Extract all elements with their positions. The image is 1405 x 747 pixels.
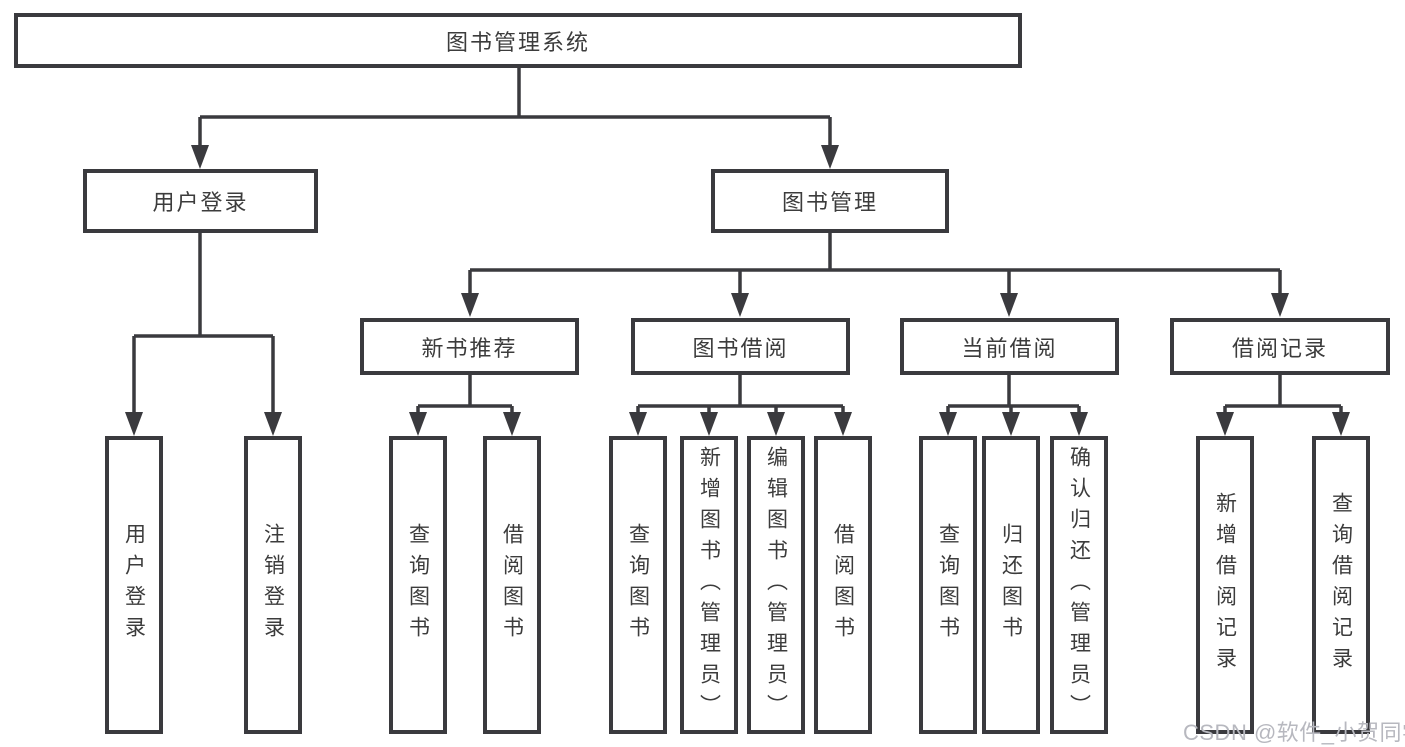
leaf-edit-book-admin: 编辑图书（管理员）: [747, 436, 805, 734]
leaf-borrow-books-recommend: 借阅图书: [483, 436, 541, 734]
node-borrow-records: 借阅记录: [1170, 318, 1390, 375]
leaf-query-books-current-label: 查询图书: [936, 523, 960, 647]
leaf-logout-login: 注销登录: [244, 436, 302, 734]
node-user-login-label: 用户登录: [152, 190, 249, 215]
leaf-borrow-books-recommend-label: 借阅图书: [500, 523, 524, 647]
leaf-edit-book-admin-label: 编辑图书（管理员）: [764, 445, 788, 725]
leaf-add-borrow-record: 新增借阅记录: [1196, 436, 1254, 734]
leaf-confirm-return-admin-label: 确认归还（管理员）: [1067, 445, 1091, 725]
node-book-borrow: 图书借阅: [631, 318, 850, 375]
leaf-query-borrow-record: 查询借阅记录: [1312, 436, 1370, 734]
node-new-book-recommend: 新书推荐: [360, 318, 579, 375]
node-new-book-recommend-label: 新书推荐: [421, 335, 518, 361]
leaf-return-book: 归还图书: [982, 436, 1040, 734]
leaf-user-login: 用户登录: [105, 436, 163, 734]
leaf-return-book-label: 归还图书: [999, 523, 1023, 647]
leaf-query-borrow-record-label: 查询借阅记录: [1329, 492, 1353, 678]
leaf-query-books-borrow: 查询图书: [609, 436, 667, 734]
node-borrow-records-label: 借阅记录: [1231, 335, 1328, 361]
leaf-borrow-books: 借阅图书: [814, 436, 872, 734]
node-current-borrow: 当前借阅: [900, 318, 1119, 375]
leaf-confirm-return-admin: 确认归还（管理员）: [1050, 436, 1108, 734]
csdn-watermark: CSDN @软件_小贺同学: [1183, 720, 1405, 745]
leaf-add-book-admin: 新增图书（管理员）: [680, 436, 738, 734]
leaf-query-books-recommend-label: 查询图书: [406, 523, 430, 647]
leaf-user-login-label: 用户登录: [122, 523, 146, 647]
node-book-borrow-label: 图书借阅: [692, 335, 789, 361]
leaf-query-books-current: 查询图书: [919, 436, 977, 734]
leaf-add-borrow-record-label: 新增借阅记录: [1213, 492, 1237, 678]
node-current-borrow-label: 当前借阅: [961, 335, 1058, 361]
node-root: 图书管理系统: [14, 13, 1022, 68]
leaf-query-books-borrow-label: 查询图书: [626, 523, 650, 647]
node-root-label: 图书管理系统: [445, 29, 590, 55]
leaf-borrow-books-label: 借阅图书: [831, 523, 855, 647]
leaf-logout-login-label: 注销登录: [261, 523, 285, 647]
node-book-manage-label: 图书管理: [781, 190, 878, 215]
leaf-query-books-recommend: 查询图书: [389, 436, 447, 734]
node-user-login: 用户登录: [83, 169, 318, 233]
leaf-add-book-admin-label: 新增图书（管理员）: [697, 445, 721, 725]
node-book-manage: 图书管理: [711, 169, 949, 233]
